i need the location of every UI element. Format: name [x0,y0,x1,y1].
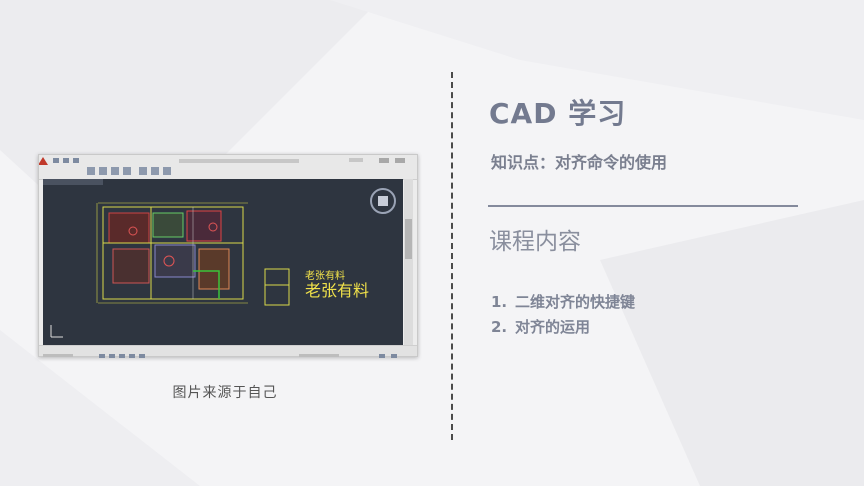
section-heading: 课程内容 [489,229,581,255]
watermark-large: 老张有料 [305,281,370,300]
scrollbar-thumb[interactable] [405,219,412,259]
status-bar-icons [43,354,397,358]
list-item-number: 1. [491,293,508,311]
watermark-small: 老张有料 [305,271,345,282]
cad-status-bar [39,345,417,358]
course-content-list: 1. 二维对齐的快捷键 2. 对齐的运用 [491,290,635,340]
cad-screenshot: 老张有料 老张有料 [38,154,418,358]
slide-subtitle: 知识点：对齐命令的使用 [491,153,668,172]
list-item: 2. 对齐的运用 [491,315,635,340]
cad-drawing-canvas[interactable]: 老张有料 老张有料 [43,179,403,345]
image-caption: 图片来源于自己 [172,385,278,401]
cad-vertical-scrollbar[interactable] [404,179,413,345]
list-item-text: 二维对齐的快捷键 [515,293,636,311]
list-item: 1. 二维对齐的快捷键 [491,290,635,315]
slide-title: CAD 学习 [489,97,627,130]
vertical-divider [451,72,453,440]
cad-toolbar [38,155,417,180]
cad-ribbon-icons [38,157,405,175]
list-item-number: 2. [491,318,508,336]
list-item-text: 对齐的运用 [515,318,591,336]
horizontal-divider [488,205,798,207]
floor-plan-drawing [43,179,396,338]
